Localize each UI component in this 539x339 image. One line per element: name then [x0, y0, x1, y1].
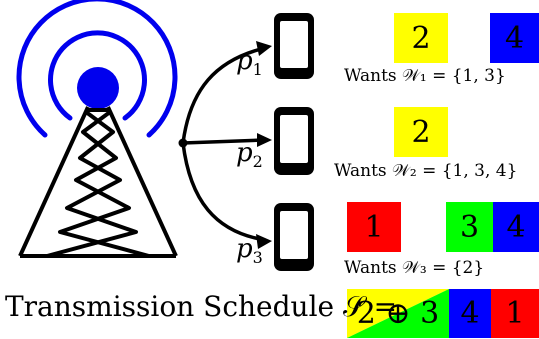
schedule-xor-packet: 2 ⊕ 3 [356, 296, 440, 331]
schedule-packet: 1 [491, 289, 539, 338]
user-label-p3: p3 [236, 234, 263, 268]
broadcast-arrows [181, 46, 266, 242]
wants-label-p2: Wants 𝒲₂ = {1, 3, 4} [334, 161, 518, 181]
wants-label-p1: Wants 𝒲₁ = {1, 3} [344, 66, 506, 86]
wants-label-p3: Wants 𝒲₃ = {2} [344, 258, 485, 278]
packet-box: 3 [446, 202, 493, 252]
user-label-p2: p2 [236, 138, 263, 172]
smartphone-icon [274, 13, 314, 79]
schedule-xor-background [347, 289, 449, 338]
schedule-packet: 4 [449, 289, 491, 338]
user-label-p1: p1 [236, 46, 263, 80]
packet-box: 4 [493, 202, 539, 252]
schedule-caption: Transmission Schedule 𝒮 = [5, 290, 398, 323]
packet-box: 1 [347, 202, 401, 252]
packet-box: 4 [490, 13, 539, 63]
broadcast-node [178, 138, 188, 148]
smartphone-icon [274, 203, 314, 271]
smartphone-icon [274, 107, 314, 175]
packet-box: 2 [394, 107, 448, 157]
signal-waves-icon [16, 0, 178, 138]
arrow-heads [256, 41, 272, 249]
packet-box: 2 [394, 13, 448, 63]
cell-tower-icon [18, 67, 178, 258]
